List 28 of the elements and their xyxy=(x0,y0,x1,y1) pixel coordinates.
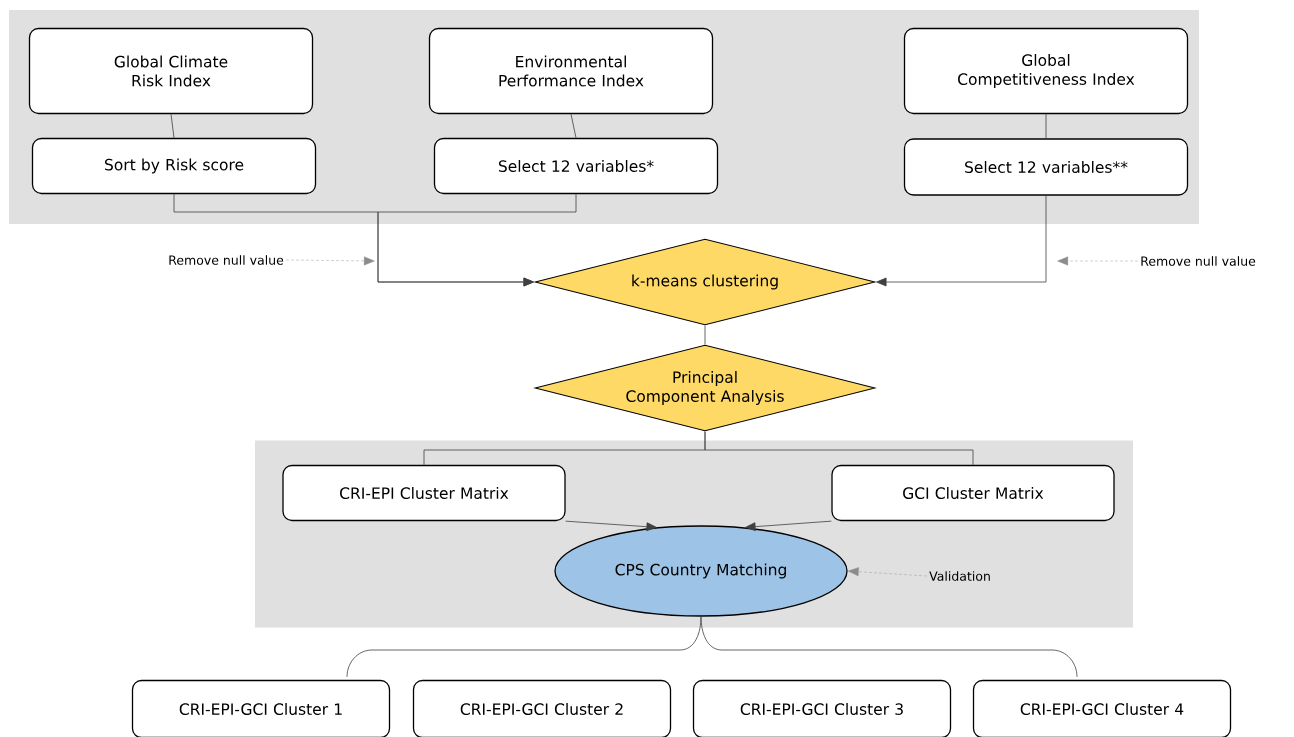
annotation-text: Remove null value xyxy=(1141,256,1256,266)
connector-line xyxy=(700,616,1078,678)
process-box: CRI-EPI-GCI Cluster 1 xyxy=(131,679,391,737)
arrow xyxy=(876,195,1047,287)
arrow xyxy=(377,193,577,287)
connector-line xyxy=(570,113,577,139)
arrow xyxy=(1057,256,1139,266)
connector-line xyxy=(704,325,706,345)
process-box: Environmental Performance Index xyxy=(428,27,714,115)
arrow xyxy=(745,520,832,532)
connector-line xyxy=(704,431,974,466)
process-box: Select 12 variables** xyxy=(903,138,1189,196)
process-box: Global Climate Risk Index xyxy=(28,27,314,115)
process-box: CRI-EPI-GCI Cluster 3 xyxy=(692,679,952,737)
process-box: GCI Cluster Matrix xyxy=(831,464,1115,522)
arrow xyxy=(285,256,375,266)
process-box: CRI-EPI Cluster Matrix xyxy=(282,464,566,522)
process-box: Select 12 variables* xyxy=(433,137,719,195)
process-box: Sort by Risk score xyxy=(31,137,317,195)
process-box: CRI-EPI-GCI Cluster 2 xyxy=(412,679,672,737)
arrow xyxy=(848,567,928,577)
annotation-text: Validation xyxy=(929,571,990,581)
process-box: CRI-EPI-GCI Cluster 4 xyxy=(972,679,1232,737)
connector-line xyxy=(1045,113,1047,139)
connector-line xyxy=(170,113,175,139)
arrow xyxy=(565,520,657,532)
process-box: Global Competitiveness Index xyxy=(903,27,1189,115)
annotation-text: Remove null value xyxy=(169,255,284,265)
